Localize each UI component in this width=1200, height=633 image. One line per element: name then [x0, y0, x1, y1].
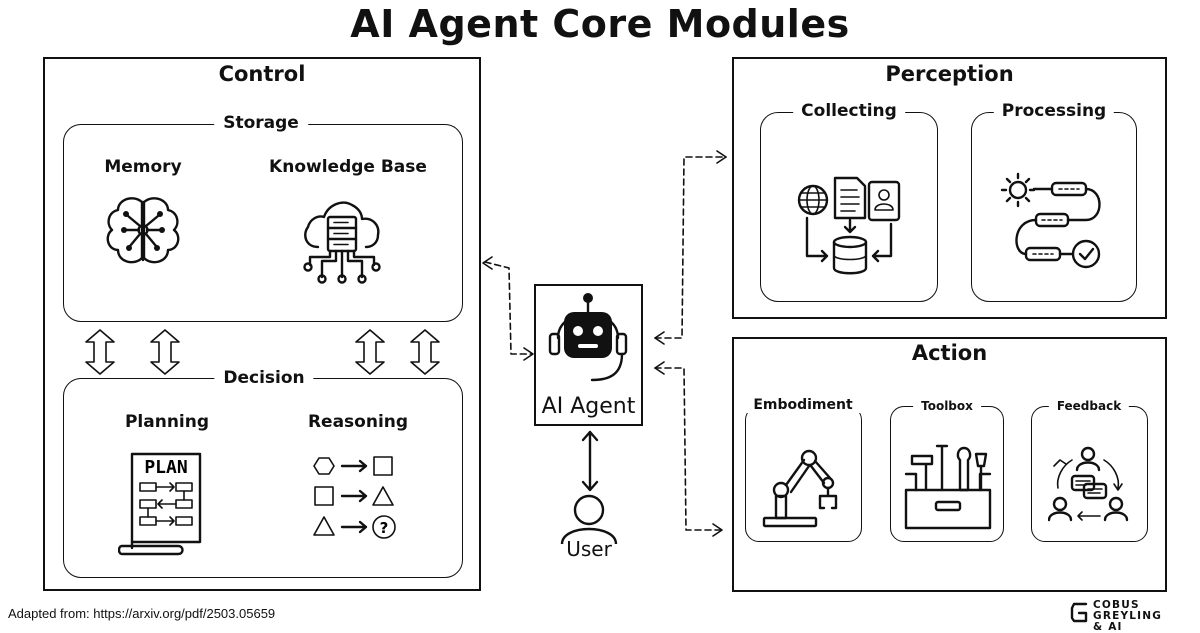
arrow-left-icon — [482, 256, 493, 270]
plan-text: PLAN — [144, 457, 187, 478]
question-icon — [372, 515, 396, 539]
brand-line-1: COBUS GREYLING — [1093, 599, 1163, 622]
collecting-label: Collecting — [793, 101, 905, 121]
double-arrow-icon — [85, 329, 115, 375]
decision-group — [63, 378, 463, 578]
brain-icon — [106, 197, 180, 264]
perception-title: Perception — [885, 62, 1014, 86]
square-icon — [314, 486, 334, 506]
decision-label: Decision — [214, 368, 314, 388]
robotic-arm-icon — [762, 449, 838, 528]
arrow-left-icon — [654, 361, 665, 375]
arrow-right-icon — [523, 347, 534, 361]
chat-bubbles-icon — [1070, 474, 1108, 500]
brand-name: COBUS GREYLING & AI — [1093, 600, 1200, 633]
triangle-icon — [372, 486, 394, 506]
data-collection-icon — [797, 176, 901, 275]
square-icon — [373, 456, 393, 476]
database-icon — [832, 235, 868, 275]
process-workflow-icon — [1000, 172, 1101, 269]
profile-card-icon — [867, 180, 901, 222]
globe-icon — [797, 184, 829, 216]
plan-document-icon: PLAN — [118, 452, 202, 556]
arrow-right-icon — [340, 520, 368, 534]
reasoning-label: Reasoning — [307, 412, 409, 432]
person-icon — [1048, 496, 1073, 522]
memory-label: Memory — [104, 157, 182, 177]
ai-agent-label: AI Agent — [541, 394, 636, 419]
triangle-icon — [313, 516, 335, 536]
agent-user-arrow — [581, 430, 599, 492]
robot-headset-icon — [548, 293, 628, 382]
toolbox-icon — [904, 444, 992, 530]
planning-label: Planning — [124, 412, 210, 432]
toolbox-label: Toolbox — [913, 399, 981, 413]
storage-label: Storage — [214, 113, 308, 133]
feedback-card — [1031, 406, 1148, 542]
action-title: Action — [911, 341, 988, 365]
feedback-label: Feedback — [1048, 399, 1130, 413]
checkmark-icon — [1071, 239, 1101, 269]
brand-line-2: & AI — [1093, 621, 1123, 633]
processing-label: Processing — [993, 101, 1115, 121]
cloud-database-icon — [303, 201, 381, 284]
reasoning-shapes-icon: ? — [313, 456, 396, 539]
user-icon — [560, 494, 618, 544]
svg-text:?: ? — [380, 519, 389, 537]
person-icon — [1103, 496, 1129, 522]
arrow-left-icon — [654, 331, 665, 345]
arrow-right-icon — [716, 150, 727, 164]
user-label: User — [566, 537, 612, 561]
arrow-right-icon — [340, 459, 368, 473]
knowledge-base-label: Knowledge Base — [269, 157, 427, 177]
arrow-right-icon — [712, 523, 723, 537]
embodiment-label: Embodiment — [745, 397, 861, 413]
control-title: Control — [218, 62, 306, 86]
brand-logo-icon — [1070, 602, 1088, 623]
gear-icon — [1000, 172, 1036, 208]
page-title: AI Agent Core Modules — [350, 2, 850, 46]
feedback-cycle-icon — [1048, 446, 1129, 522]
double-arrow-icon — [150, 329, 180, 375]
arrow-right-icon — [340, 489, 368, 503]
double-arrow-icon — [355, 329, 385, 375]
processing-card — [971, 112, 1137, 302]
document-icon — [833, 176, 867, 220]
double-arrow-icon — [410, 329, 440, 375]
source-citation: Adapted from: https://arxiv.org/pdf/2503… — [8, 606, 276, 621]
person-icon — [1075, 446, 1101, 472]
hexagon-icon — [313, 457, 335, 475]
storage-decision-arrows — [85, 329, 440, 375]
